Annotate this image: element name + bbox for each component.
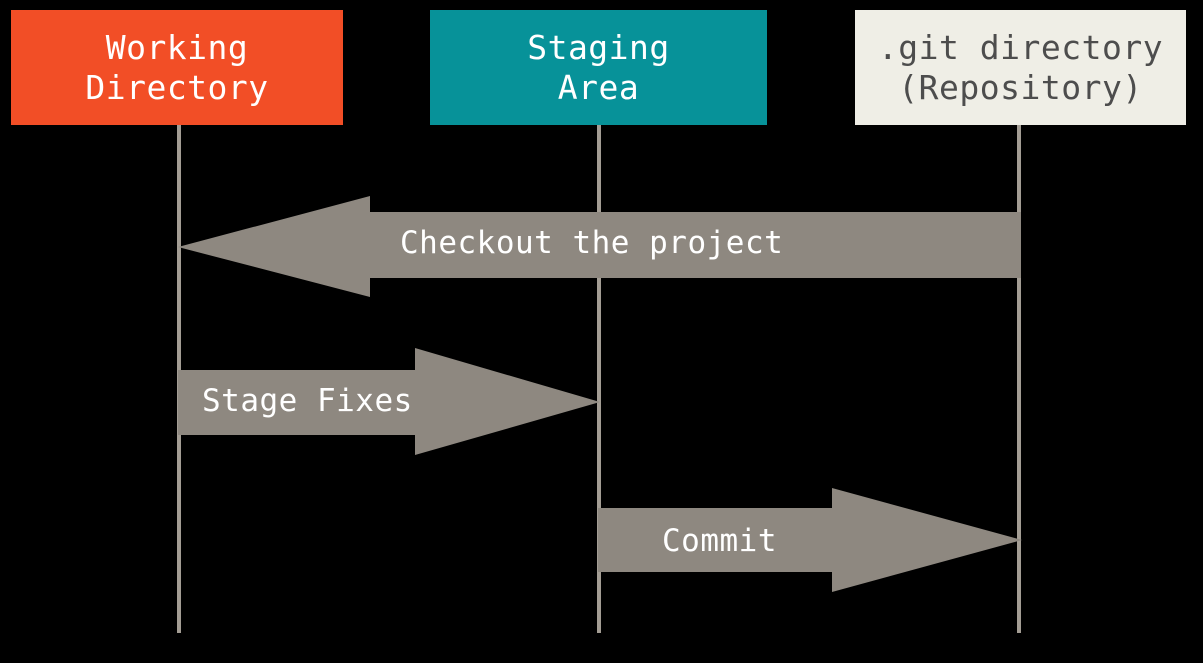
arrow-checkout-shape [178,196,1021,297]
node-working-directory-line2: Directory [85,67,269,107]
arrow-label-checkout: Checkout the project [400,225,784,261]
arrow-checkout-the-project [178,195,1021,299]
node-staging-area-line1: Staging [527,27,670,67]
node-git-directory-line2: (Repository) [898,67,1143,107]
node-git-directory-line1: .git directory [877,27,1164,67]
arrow-label-commit: Commit [662,523,777,559]
arrow-commit-shape [598,488,1022,592]
arrow-commit [598,487,1022,594]
node-working-directory-line1: Working [105,27,249,67]
node-working-directory: Working Directory [11,10,343,125]
arrow-stage-fixes [178,347,600,457]
lifeline-staging-area [597,125,601,633]
arrow-stage-fixes-shape [178,348,600,455]
lifeline-git-directory [1017,125,1021,633]
node-git-directory: .git directory (Repository) [855,10,1186,125]
node-staging-area: Staging Area [430,10,767,125]
node-staging-area-line2: Area [557,67,640,107]
arrow-label-stage-fixes: Stage Fixes [202,383,413,419]
